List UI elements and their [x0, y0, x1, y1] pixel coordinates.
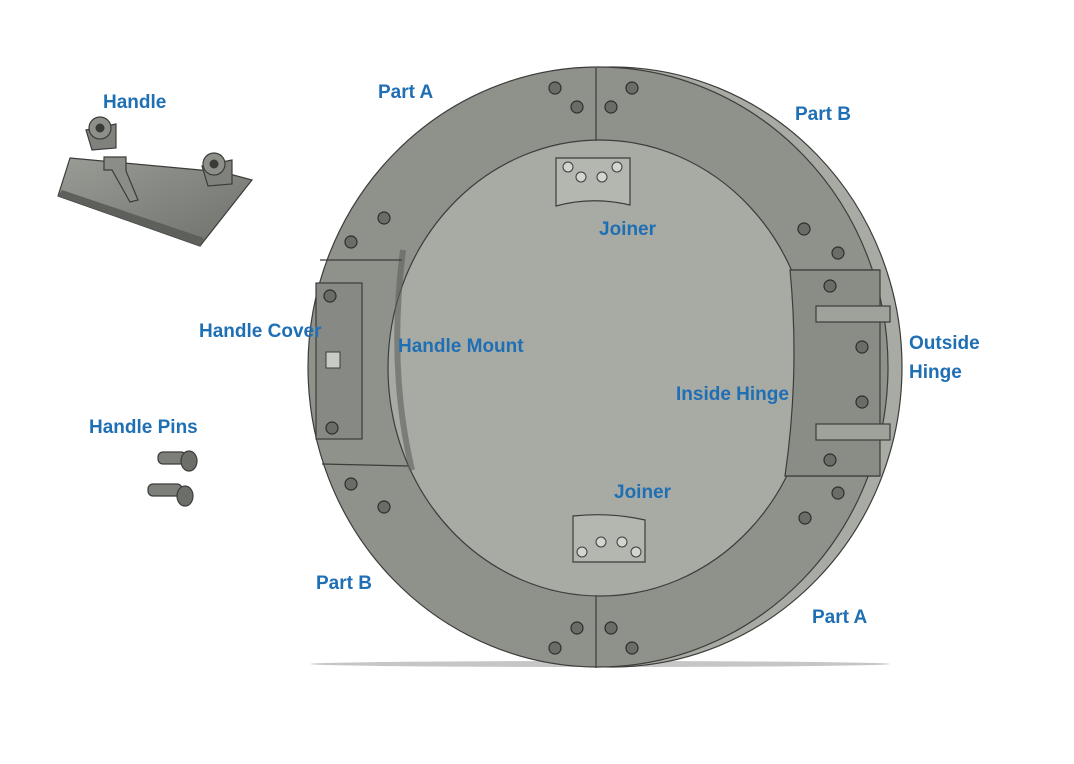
- label-part-a-bottom: Part A: [812, 607, 868, 628]
- label-handle-pins: Handle Pins: [89, 417, 198, 438]
- screw-hole: [855, 340, 869, 354]
- hinge-housing: [784, 269, 881, 477]
- screw-hole: [344, 235, 358, 249]
- hinge-tab-lower: [815, 423, 891, 441]
- ring-assembly: [307, 66, 903, 668]
- handle-pin: [157, 450, 198, 472]
- screw-hole: [797, 222, 811, 236]
- label-outside-hinge-line1: Outside: [909, 333, 980, 354]
- joiner-bottom-part: [572, 514, 646, 563]
- label-handle: Handle: [103, 92, 167, 113]
- handle-part: [57, 116, 254, 247]
- ring-face: [307, 66, 889, 668]
- ring-bore-wall: [394, 249, 415, 471]
- handle-cover-slot: [325, 351, 341, 369]
- label-outside-hinge-line2: Hinge: [909, 362, 962, 383]
- screw-hole: [604, 621, 618, 635]
- label-inside-hinge: Inside Hinge: [676, 384, 789, 405]
- label-handle-mount: Handle Mount: [398, 336, 524, 357]
- screw-hole: [798, 511, 812, 525]
- screw-hole: [823, 279, 837, 293]
- screw-hole: [548, 641, 562, 655]
- screw-hole: [625, 81, 639, 95]
- joiner-top-part: [555, 157, 631, 207]
- screw-hole: [323, 289, 337, 303]
- label-part-b-top: Part B: [795, 104, 851, 125]
- screw-hole: [625, 641, 639, 655]
- label-joiner-bottom: Joiner: [614, 482, 672, 503]
- handle-lug-left: [85, 116, 117, 151]
- screw-hole: [855, 395, 869, 409]
- screw-hole: [377, 211, 391, 225]
- seam-left-bottom: [321, 463, 409, 467]
- screw-holes: [323, 81, 869, 655]
- handle-pin: [147, 483, 194, 507]
- label-handle-cover: Handle Cover: [199, 321, 322, 342]
- screw-hole: [831, 246, 845, 260]
- hinge-tab-upper: [815, 305, 891, 323]
- screw-hole: [344, 477, 358, 491]
- label-part-b-bottom: Part B: [316, 573, 372, 594]
- handle-lug-right: [201, 152, 233, 187]
- label-part-a-top: Part A: [378, 82, 434, 103]
- screw-hole: [570, 621, 584, 635]
- screw-hole: [823, 453, 837, 467]
- screw-hole: [831, 486, 845, 500]
- screw-hole: [377, 500, 391, 514]
- screw-hole: [570, 100, 584, 114]
- screw-hole: [325, 421, 339, 435]
- screw-hole: [604, 100, 618, 114]
- handle-arm: [103, 156, 139, 203]
- label-joiner-top: Joiner: [599, 219, 657, 240]
- screw-hole: [548, 81, 562, 95]
